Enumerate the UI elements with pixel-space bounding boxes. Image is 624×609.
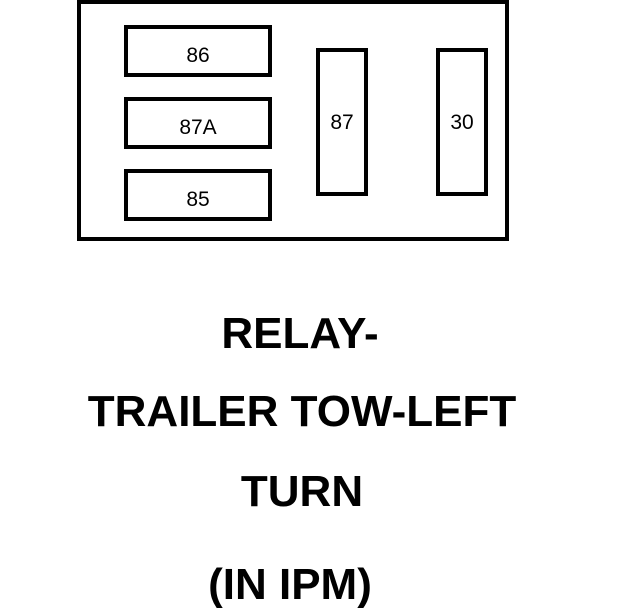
caption-line-1: RELAY- (221, 309, 379, 358)
relay-body (77, 0, 509, 241)
caption-line-4: (IN IPM) (208, 560, 372, 609)
relay-pin-87: 87 (316, 48, 368, 196)
caption-line-2: TRAILER TOW-LEFT (87, 387, 517, 436)
relay-pin-30: 30 (436, 48, 488, 196)
caption-line-3: TURN (240, 467, 364, 516)
pin-85-label: 85 (186, 187, 210, 211)
relay-pin-87a: 87A (124, 97, 272, 149)
pin-87a-label: 87A (179, 115, 217, 139)
relay-pin-85: 85 (124, 169, 272, 221)
pin-87-label: 87 (330, 110, 354, 134)
pin-86-label: 86 (186, 43, 210, 67)
relay-pin-86: 86 (124, 25, 272, 77)
pin-30-label: 30 (450, 110, 474, 134)
